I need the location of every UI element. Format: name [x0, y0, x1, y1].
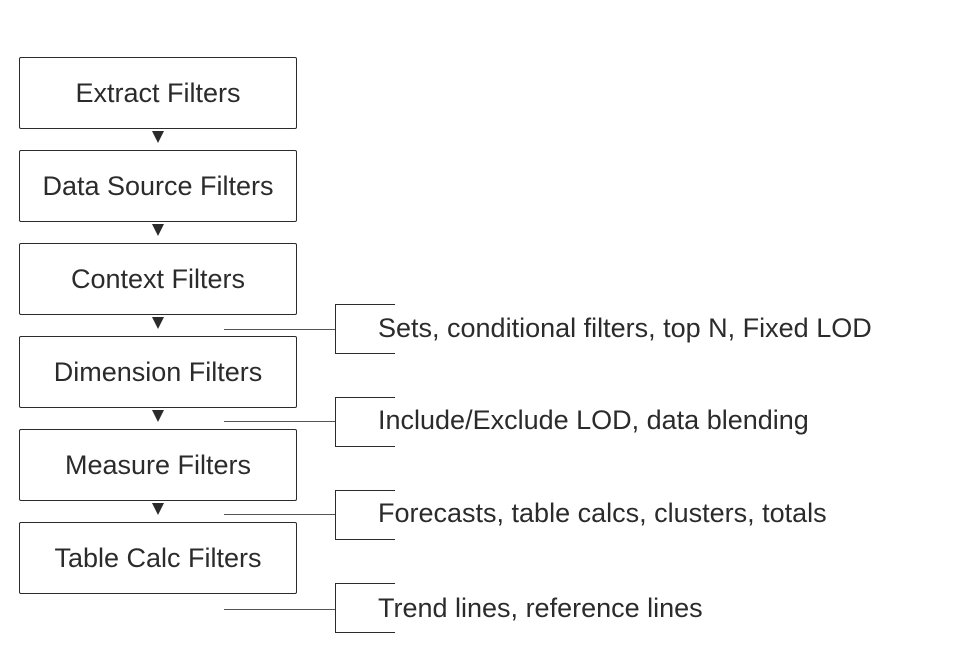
note-trend-reference-lines: Trend lines, reference lines [378, 593, 703, 623]
stage-context-filters: Context Filters [19, 243, 297, 315]
stage-dimension-filters: Dimension Filters [19, 336, 297, 408]
note-sets-fixed-lod: Sets, conditional filters, top N, Fixed … [378, 313, 872, 343]
stage-extract-filters: Extract Filters [19, 57, 297, 129]
flow-arrow-4 [152, 410, 164, 422]
connector-line-1 [224, 329, 335, 330]
note-forecasts-table-calcs: Forecasts, table calcs, clusters, totals [378, 498, 827, 528]
flow-arrow-1 [152, 131, 164, 143]
bracket-2 [335, 397, 395, 447]
stage-data-source-filters: Data Source Filters [19, 150, 297, 222]
note-include-exclude-lod: Include/Exclude LOD, data blending [378, 405, 809, 435]
bracket-1 [335, 304, 395, 354]
connector-line-4 [224, 609, 335, 610]
flow-arrow-2 [152, 224, 164, 236]
connector-line-2 [224, 421, 335, 422]
stage-table-calc-filters: Table Calc Filters [19, 522, 297, 594]
flow-arrow-3 [152, 317, 164, 329]
stage-measure-filters: Measure Filters [19, 429, 297, 501]
bracket-4 [335, 583, 395, 633]
bracket-3 [335, 490, 395, 540]
flow-arrow-5 [152, 503, 164, 515]
connector-line-3 [224, 514, 335, 515]
